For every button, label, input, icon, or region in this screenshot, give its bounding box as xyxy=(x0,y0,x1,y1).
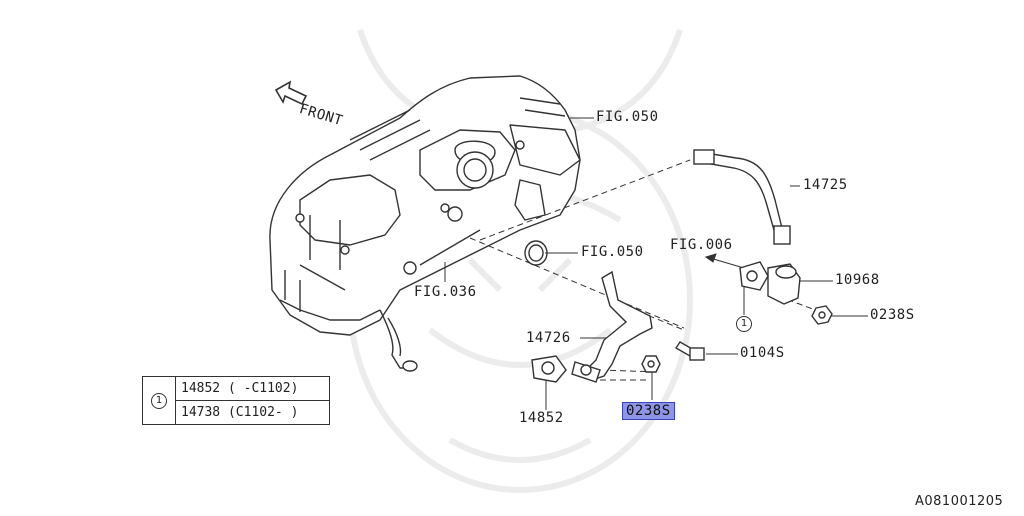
hose-14725-drawing xyxy=(693,149,791,245)
callout-fig006[interactable]: FIG.006 xyxy=(670,237,733,253)
gasket-fig050-drawing xyxy=(524,240,548,266)
legend-ref-number: 1 xyxy=(151,392,167,409)
callout-part-14726[interactable]: 14726 xyxy=(526,330,571,346)
housing-10968-drawing xyxy=(739,261,801,305)
nut-0238s-drawing xyxy=(641,355,661,373)
callout-fig036[interactable]: FIG.036 xyxy=(414,284,477,300)
bolt-0104s-drawing xyxy=(675,341,705,361)
callout-part-14852[interactable]: 14852 xyxy=(519,410,564,426)
circle-reference-marker[interactable]: 1 xyxy=(736,316,752,332)
callout-part-14725[interactable]: 14725 xyxy=(803,177,848,193)
legend-row-1[interactable]: 14852 ( -C1102) xyxy=(181,381,299,396)
nut-0238s-right-drawing xyxy=(811,305,833,325)
legend-ref-cell: 1 xyxy=(143,377,176,424)
legend-table: 1 14852 ( -C1102) 14738 (C1102- ) xyxy=(142,376,330,425)
gasket-14852-drawing xyxy=(531,355,567,383)
pipe-14726-drawing xyxy=(571,270,653,383)
fig006-arrow-icon xyxy=(704,253,745,269)
legend-row-2[interactable]: 14738 (C1102- ) xyxy=(181,405,299,420)
callout-part-10968[interactable]: 10968 xyxy=(835,272,880,288)
diagram-id: A081001205 xyxy=(915,494,1004,509)
front-arrow-icon xyxy=(274,80,308,106)
callout-fig050-middle[interactable]: FIG.050 xyxy=(581,244,644,260)
callout-part-0238s-right[interactable]: 0238S xyxy=(870,307,915,323)
intake-manifold-drawing xyxy=(269,75,581,372)
callout-part-0238s-highlighted[interactable]: 0238S xyxy=(622,402,675,420)
legend-divider xyxy=(175,400,329,401)
callout-part-0104s[interactable]: 0104S xyxy=(740,345,785,361)
callout-fig050-top[interactable]: FIG.050 xyxy=(596,109,659,125)
